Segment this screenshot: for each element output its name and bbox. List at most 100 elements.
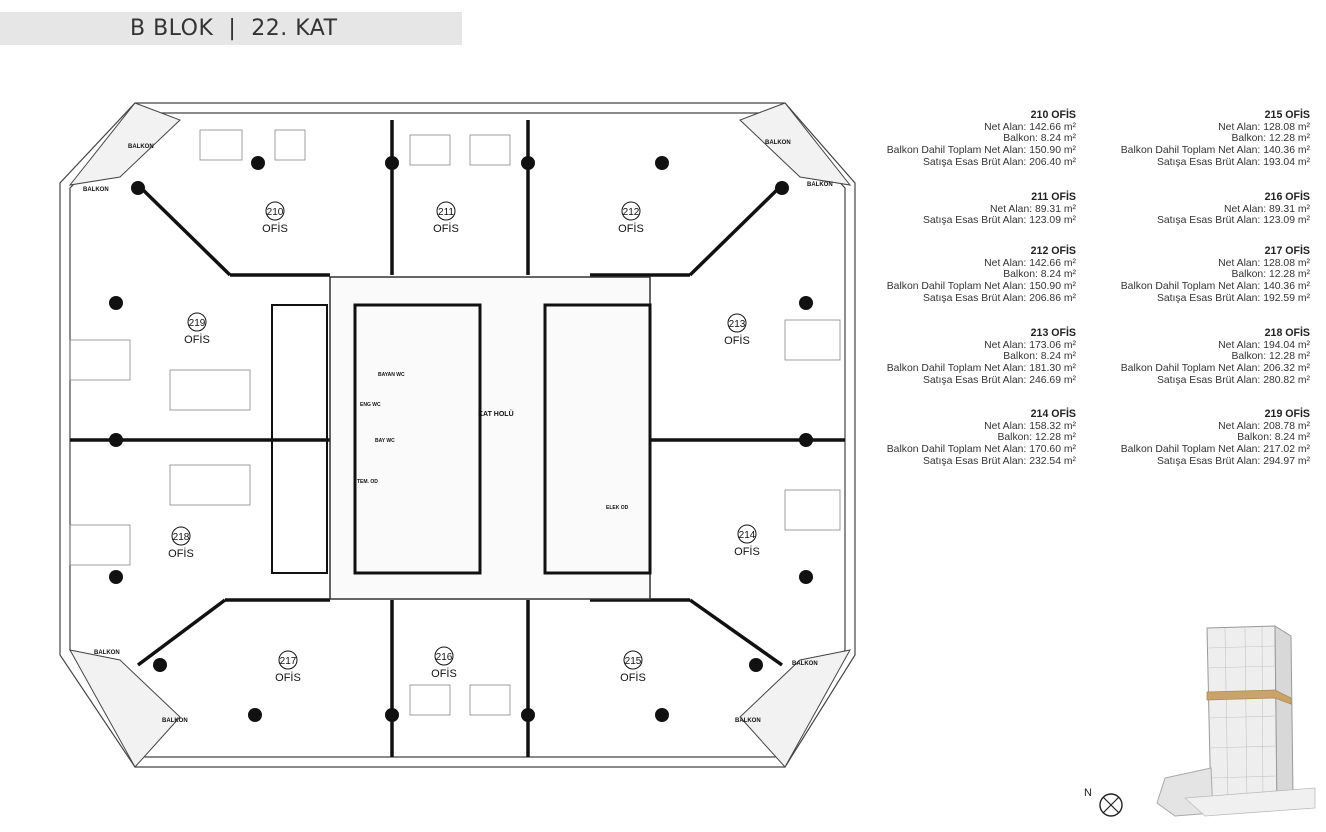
walls bbox=[70, 120, 845, 757]
spec-line: Balkon Dahil Toplam Net Alan: 140.36 m² bbox=[1120, 145, 1310, 157]
core-outline bbox=[329, 276, 651, 600]
balconies bbox=[68, 102, 852, 768]
podium-base bbox=[1184, 787, 1316, 817]
spec-line: Balkon Dahil Toplam Net Alan: 217.02 m² bbox=[1120, 444, 1310, 456]
north-compass: N bbox=[1082, 785, 1126, 823]
desk bbox=[169, 369, 251, 411]
balcony-label: BALKON bbox=[83, 187, 109, 193]
balcony-bl-1 bbox=[69, 649, 181, 768]
unit-number-circle bbox=[436, 201, 456, 221]
spec-title: 215 OFİS bbox=[1264, 109, 1310, 121]
spec-line: Balkon Dahil Toplam Net Alan: 140.36 m² bbox=[1120, 281, 1310, 293]
unit-label: OFİS bbox=[431, 667, 457, 680]
spec-line: Net Alan: 89.31 m² bbox=[989, 203, 1076, 215]
column bbox=[251, 156, 265, 170]
core-left-block bbox=[353, 303, 482, 575]
column bbox=[799, 570, 813, 584]
column bbox=[248, 708, 262, 722]
compass-circle bbox=[1099, 793, 1123, 817]
unit-number-circle bbox=[434, 646, 454, 666]
unit-label: OFİS bbox=[724, 334, 750, 347]
column bbox=[109, 570, 123, 584]
balcony-label: BALKON bbox=[94, 650, 120, 656]
wall bbox=[688, 183, 784, 277]
spec-219: 219 OFİS Net Alan: 208.78 m² Balkon: 8.2… bbox=[1074, 408, 1310, 468]
spec-line: Balkon Dahil Toplam Net Alan: 206.32 m² bbox=[1120, 363, 1310, 375]
column bbox=[655, 708, 669, 722]
desk bbox=[784, 489, 841, 531]
spec-214: 214 OFİS Net Alan: 158.32 m² Balkon: 12.… bbox=[840, 408, 1076, 468]
balcony-label: BALKON bbox=[162, 718, 188, 724]
tem-od-label: TEM. OD bbox=[357, 479, 378, 485]
balcony-label: BALKON bbox=[128, 144, 154, 150]
unit-number: 211 bbox=[438, 207, 454, 218]
spec-line: Satışa Esas Brüt Alan: 280.82 m² bbox=[1156, 374, 1310, 386]
unit-219: 219 OFİS bbox=[184, 312, 210, 346]
wall bbox=[136, 183, 232, 277]
unit-label: OFİS bbox=[620, 671, 646, 684]
column bbox=[521, 156, 535, 170]
unit-number: 217 bbox=[280, 656, 297, 667]
spec-line: Balkon: 8.24 m² bbox=[1003, 351, 1076, 363]
columns bbox=[109, 156, 813, 722]
title-bar: B BLOK | 22. KAT bbox=[0, 12, 462, 45]
spec-line: Net Alan: 173.06 m² bbox=[984, 339, 1076, 351]
spec-line: Balkon: 8.24 m² bbox=[1237, 432, 1310, 444]
spec-title: 211 OFİS bbox=[1031, 191, 1076, 203]
room-labels: BALKON BALKON BALKON BALKON BALKON BALKO… bbox=[83, 140, 833, 724]
bayan-wc-label: BAYAN WC bbox=[378, 372, 405, 378]
unit-labels: 210 OFİS 211 OFİS 212 OFİS 213 OFİS 214 … bbox=[168, 201, 760, 684]
spec-line: Net Alan: 208.78 m² bbox=[1218, 420, 1310, 432]
unit-217: 217 OFİS bbox=[275, 650, 301, 684]
spec-line: Balkon Dahil Toplam Net Alan: 150.90 m² bbox=[886, 145, 1076, 157]
spec-210: 210 OFİS Net Alan: 142.66 m² Balkon: 8.2… bbox=[840, 109, 1076, 169]
column bbox=[385, 156, 399, 170]
balcony-tr-1 bbox=[739, 102, 852, 186]
unit-number-circle bbox=[623, 650, 643, 670]
engl-wc-label: ENG WC bbox=[360, 402, 381, 408]
wall bbox=[688, 598, 784, 667]
spec-title: 218 OFİS bbox=[1264, 327, 1310, 339]
kat-holu-label: KAT HOLÜ bbox=[478, 409, 514, 418]
unit-label: OFİS bbox=[275, 671, 301, 684]
unit-number-circle bbox=[187, 312, 207, 332]
spec-line: Satışa Esas Brüt Alan: 123.09 m² bbox=[1156, 215, 1310, 227]
balcony-label: BALKON bbox=[792, 661, 818, 667]
balcony-tl-1 bbox=[68, 102, 181, 186]
spec-title: 214 OFİS bbox=[1030, 408, 1076, 420]
highlighted-floor-band bbox=[1206, 689, 1292, 705]
spec-213: 213 OFİS Net Alan: 173.06 m² Balkon: 8.2… bbox=[840, 327, 1076, 387]
spec-line: Net Alan: 142.66 m² bbox=[984, 121, 1076, 133]
tower-grid bbox=[1206, 626, 1278, 809]
spec-line: Net Alan: 128.08 m² bbox=[1218, 121, 1310, 133]
unit-number: 218 bbox=[173, 532, 190, 543]
column bbox=[521, 708, 535, 722]
tower-side bbox=[1274, 625, 1294, 807]
unit-number: 216 bbox=[436, 652, 453, 663]
unit-211: 211 OFİS bbox=[433, 201, 459, 235]
floor-plan: 210 OFİS 211 OFİS 212 OFİS 213 OFİS 214 … bbox=[59, 102, 856, 768]
desk bbox=[69, 339, 131, 381]
spec-line: Balkon: 12.28 m² bbox=[1231, 269, 1310, 281]
unit-number-circle bbox=[171, 526, 191, 546]
spec-217: 217 OFİS Net Alan: 128.08 m² Balkon: 12.… bbox=[1074, 245, 1310, 305]
unit-214: 214 OFİS bbox=[734, 524, 760, 558]
spec-title: 212 OFİS bbox=[1030, 245, 1076, 257]
core-right-block bbox=[543, 303, 652, 575]
spec-line: Net Alan: 89.31 m² bbox=[1223, 203, 1310, 215]
unit-number: 219 bbox=[189, 318, 206, 329]
spec-line: Balkon: 12.28 m² bbox=[1231, 351, 1310, 363]
unit-label: OFİS bbox=[184, 333, 210, 346]
column bbox=[385, 708, 399, 722]
compass-needle bbox=[1102, 796, 1120, 814]
column bbox=[749, 658, 763, 672]
spec-line: Satışa Esas Brüt Alan: 193.04 m² bbox=[1156, 156, 1310, 168]
spec-line: Net Alan: 194.04 m² bbox=[1218, 339, 1310, 351]
unit-213: 213 OFİS bbox=[724, 313, 750, 347]
spec-line: Balkon: 12.28 m² bbox=[1231, 133, 1310, 145]
unit-number: 210 bbox=[267, 207, 284, 218]
spec-line: Net Alan: 128.08 m² bbox=[1218, 257, 1310, 269]
elek-od-label: ELEK OD bbox=[606, 505, 629, 511]
unit-number: 213 bbox=[729, 319, 746, 330]
spec-212: 212 OFİS Net Alan: 142.66 m² Balkon: 8.2… bbox=[840, 245, 1076, 305]
